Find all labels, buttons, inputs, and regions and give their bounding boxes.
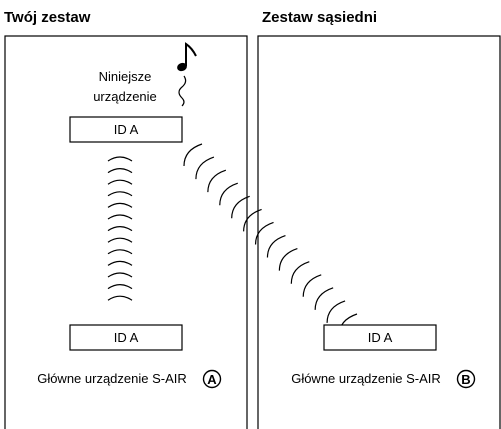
main-unit-b-id-box (323, 324, 437, 351)
signal-arc (107, 168, 133, 174)
signal-arc (183, 143, 203, 167)
signal-arc (219, 182, 238, 206)
device-label-line1: Niniejsze (99, 69, 152, 84)
music-note-icon (177, 42, 197, 72)
main-unit-a-id-box (69, 324, 183, 351)
badge-a-icon: A (202, 369, 222, 389)
device-id-box (69, 116, 183, 143)
signal-arc (107, 284, 133, 290)
device-label-line2: urządzenie (93, 89, 157, 104)
badge-a-letter: A (207, 372, 217, 387)
signal-arc (254, 221, 274, 245)
badge-b-letter: B (461, 372, 470, 387)
signal-arc (243, 208, 262, 232)
signal-arc (278, 248, 298, 271)
signal-arc (107, 260, 133, 266)
signal-arc (107, 272, 133, 278)
signal-arc (107, 226, 133, 232)
badge-b-icon: B (456, 369, 476, 389)
signal-arc (107, 249, 133, 255)
signal-arc (107, 179, 133, 185)
main-unit-b-label: Główne urządzenie S-AIR (291, 371, 441, 386)
main-unit-a-label: Główne urządzenie S-AIR (37, 371, 187, 386)
signal-arc (107, 295, 133, 301)
right-panel-title: Zestaw sąsiedni (262, 9, 377, 26)
signal-arc (266, 234, 286, 258)
right-panel (257, 35, 501, 429)
squiggle-connector (178, 75, 187, 107)
signal-arc (107, 202, 133, 208)
main-unit-b-id-label: ID A (368, 330, 393, 345)
signal-arc (107, 214, 133, 220)
signal-arc (207, 169, 227, 193)
signal-arc (326, 300, 346, 323)
signal-arc (107, 237, 133, 243)
signal-arc (314, 287, 334, 310)
signal-arc (290, 261, 310, 284)
wireless-signal-icon (107, 156, 133, 301)
signal-arc (231, 195, 250, 219)
main-unit-a-id-label: ID A (114, 330, 139, 345)
signal-arc (195, 156, 215, 180)
device-id-label: ID A (114, 122, 139, 137)
left-panel (4, 35, 248, 429)
signal-arc (107, 191, 133, 197)
signal-arc (107, 156, 133, 162)
left-panel-title: Twój zestaw (4, 9, 91, 26)
signal-arc (302, 274, 322, 297)
interference-signal (183, 143, 358, 337)
